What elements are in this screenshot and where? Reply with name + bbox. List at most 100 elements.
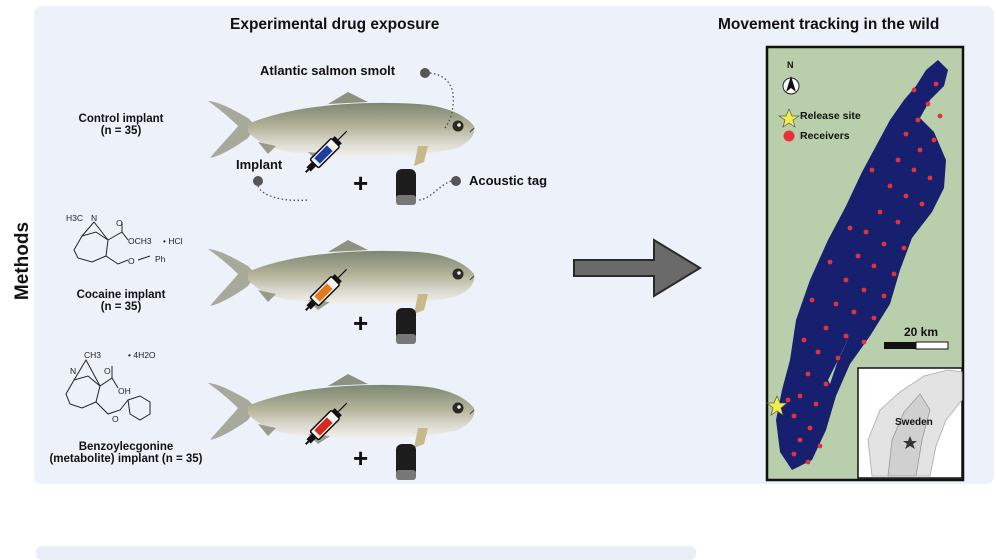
- callout-dot-implant: [253, 176, 263, 186]
- plus-sign-2: +: [353, 308, 369, 338]
- cocaine-ester-text: OCH3: [128, 236, 152, 246]
- receiver-markers: [785, 81, 943, 465]
- scale-label: 20 km: [904, 325, 939, 339]
- implant-callout-label: Implant: [236, 157, 283, 172]
- receiver-dot: [927, 175, 933, 181]
- acoustic-tag-icon-2: [396, 308, 416, 344]
- receiver-dot: [843, 277, 849, 283]
- callout-dot-fish: [420, 68, 430, 78]
- receiver-dot: [847, 225, 853, 231]
- bz-o1-text: O: [104, 366, 111, 376]
- receiver-dot: [851, 309, 857, 315]
- receiver-dot: [931, 137, 937, 143]
- receiver-dot: [933, 81, 939, 87]
- syringe-icon-benzoylecgonine: [305, 402, 348, 445]
- receiver-dot: [903, 193, 909, 199]
- receiver-dot: [809, 297, 815, 303]
- receiver-dot: [903, 131, 909, 137]
- bz-o2-text: O: [112, 414, 119, 424]
- receiver-dot: [895, 219, 901, 225]
- north-label: N: [787, 60, 794, 70]
- receiver-dot: [823, 325, 829, 331]
- receiver-dot: [887, 183, 893, 189]
- bz-methyl-text: CH3: [84, 350, 102, 360]
- cocaine-salt-text: • HCl: [163, 236, 183, 246]
- receiver-dot: [815, 349, 821, 355]
- north-arrow-icon: [782, 76, 800, 95]
- receiver-dot: [881, 241, 887, 247]
- receiver-dot: [895, 157, 901, 163]
- salmon-cocaine: [207, 239, 475, 315]
- receiver-dot: [805, 371, 811, 377]
- tag-callout-label: Acoustic tag: [469, 173, 548, 188]
- acoustic-tag-icon-1: [396, 169, 416, 205]
- legend-release-label: Release site: [800, 110, 861, 122]
- receiver-dot: [911, 87, 917, 93]
- process-arrow: [573, 238, 702, 298]
- salmon-control: [207, 91, 475, 167]
- inset-location-star-icon: [903, 436, 917, 449]
- scale-bar-dark: [884, 342, 916, 349]
- inset-sweden-shape: [887, 393, 931, 477]
- receiver-dot: [843, 333, 849, 339]
- receiver-dot: [901, 245, 907, 251]
- receiver-dot: [805, 459, 811, 465]
- receiver-dot: [917, 147, 923, 153]
- group-label-benzoylecgonine: Benzoylecgonine(metabolite) implant (n =…: [49, 441, 203, 465]
- receiver-dot: [855, 253, 861, 259]
- receiver-dot: [791, 413, 797, 419]
- receiver-dot: [797, 393, 803, 399]
- receiver-dot: [911, 167, 917, 173]
- cocaine-structure: [73, 221, 151, 265]
- salmon-benzoylecgonine: [207, 373, 475, 449]
- receiver-dot: [919, 201, 925, 207]
- receiver-dot: [915, 117, 921, 123]
- bz-salt-text: • 4H2O: [128, 350, 156, 360]
- receiver-dot: [833, 301, 839, 307]
- fish-callout-label: Atlantic salmon smolt: [260, 63, 396, 78]
- bz-n-text: N: [70, 366, 77, 376]
- cocaine-ph-text: Ph: [155, 254, 166, 264]
- receiver-dot: [791, 451, 797, 457]
- receiver-dot: [861, 339, 867, 345]
- exposure-title: Experimental drug exposure: [230, 16, 440, 33]
- receiver-dot: [785, 397, 791, 403]
- tracking-title: Movement tracking in the wild: [718, 16, 940, 33]
- receiver-dot: [801, 337, 807, 343]
- receiver-dot: [925, 101, 931, 107]
- group-label-cocaine: Cocaine implant(n = 35): [76, 289, 166, 313]
- legend-receiver-icon: [783, 130, 795, 142]
- syringe-icon-cocaine: [305, 268, 348, 311]
- receiver-dot: [881, 293, 887, 299]
- receiver-dot: [877, 209, 883, 215]
- callout-dot-tag: [451, 176, 461, 186]
- acoustic-tag-icon-3: [396, 444, 416, 480]
- receiver-dot: [869, 167, 875, 173]
- receiver-dot: [827, 259, 833, 265]
- legend-receivers-label: Receivers: [800, 130, 850, 142]
- receiver-dot: [835, 355, 841, 361]
- inset-country-label: Sweden: [895, 417, 933, 428]
- lake-shape: [776, 60, 948, 470]
- receiver-dot: [863, 229, 869, 235]
- benzoylecgonine-structure: [65, 358, 151, 421]
- bz-oh-text: OH: [118, 386, 131, 396]
- lower-panel-edge: [36, 546, 696, 560]
- receiver-dot: [937, 113, 943, 119]
- receiver-dot: [871, 315, 877, 321]
- receiver-dot: [871, 263, 877, 269]
- receiver-dot: [797, 437, 803, 443]
- cocaine-n-text: N: [91, 213, 98, 223]
- receiver-dot: [817, 443, 823, 449]
- syringe-icon-control: [305, 130, 348, 173]
- receiver-dot: [861, 287, 867, 293]
- receiver-dot: [807, 425, 813, 431]
- receiver-dot: [891, 271, 897, 277]
- plus-sign-1: +: [353, 168, 369, 198]
- scale-bar-light: [915, 341, 949, 350]
- group-label-control: Control implant(n = 35): [78, 113, 164, 137]
- receiver-dot: [823, 381, 829, 387]
- legend-star-icon: [777, 108, 801, 128]
- plus-sign-3: +: [353, 443, 369, 473]
